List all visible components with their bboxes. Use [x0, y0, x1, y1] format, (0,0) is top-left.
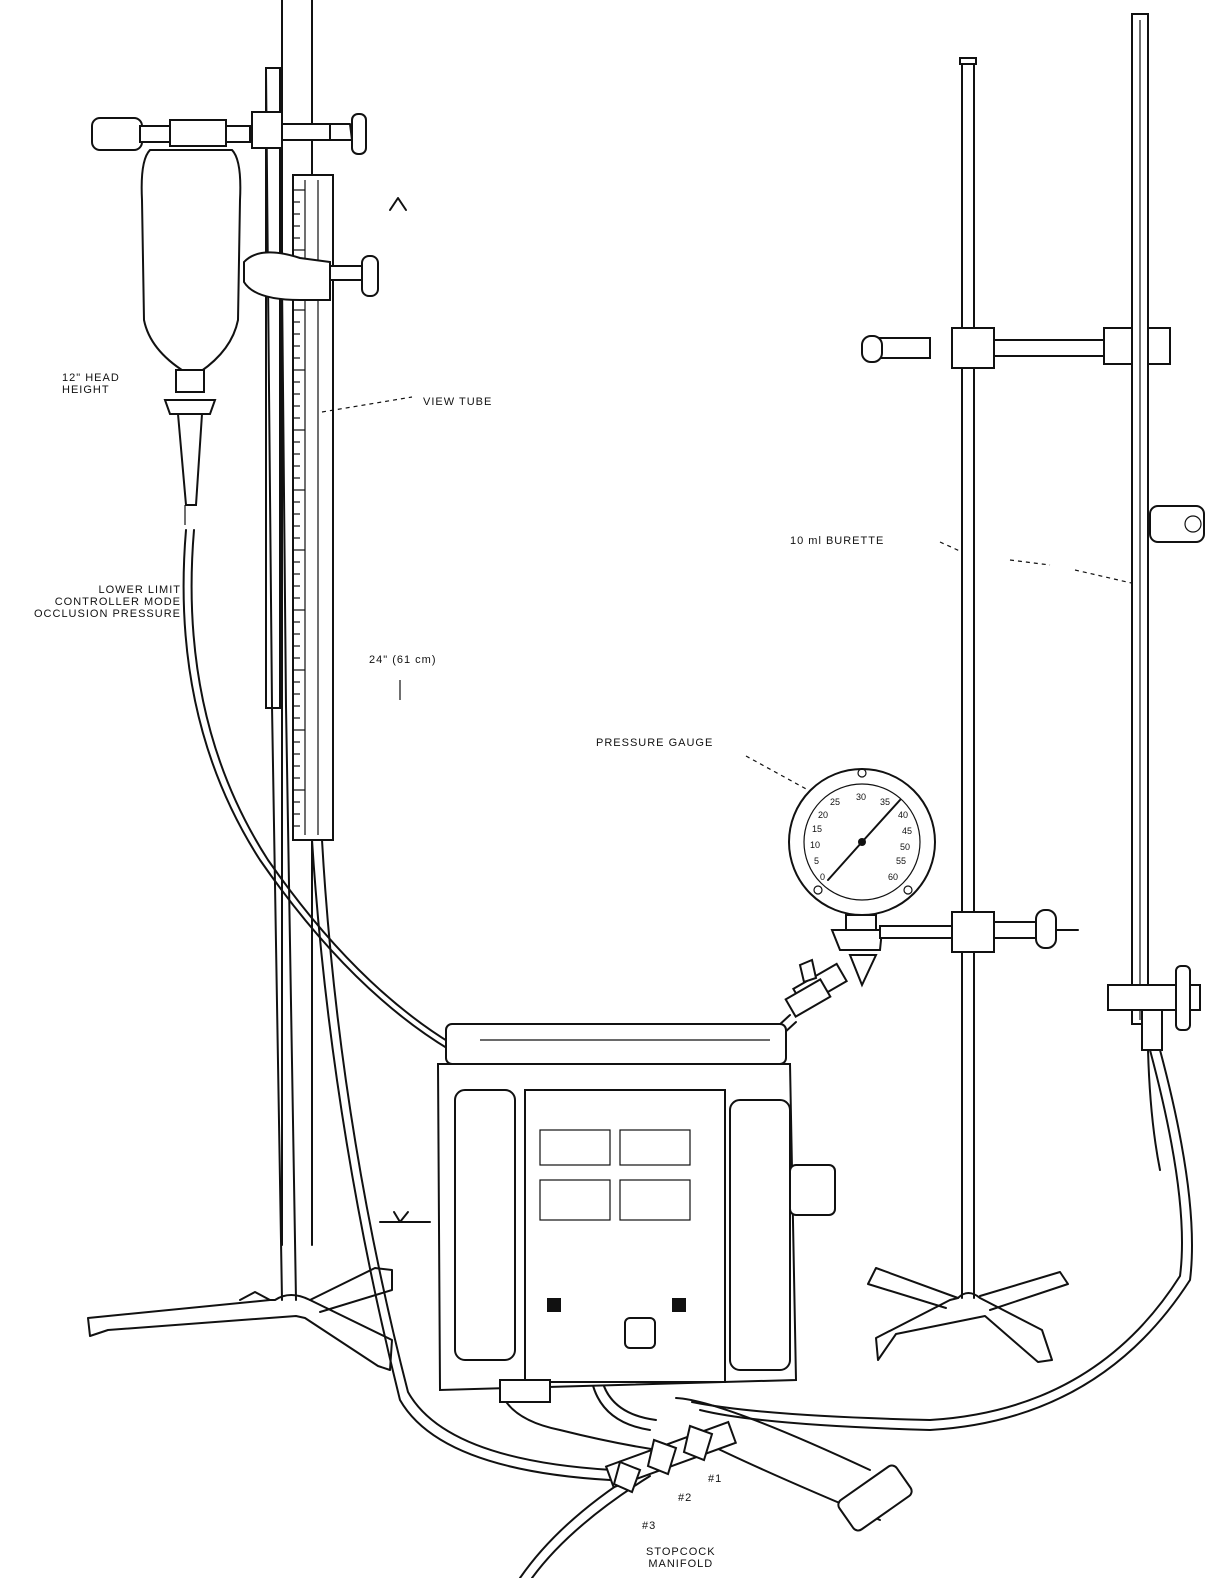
pressure-gauge-label: PRESSURE GAUGE	[596, 737, 714, 749]
port-2-label: #2	[678, 1492, 693, 1504]
port-1-label: #1	[708, 1473, 723, 1485]
gauge-tick-label: 25	[830, 797, 840, 807]
gauge-tick-label: 20	[818, 810, 828, 820]
infusion-pump	[436, 1023, 836, 1403]
gauge-tick-label: 35	[880, 797, 890, 807]
burette-stand	[1107, 13, 1205, 1171]
gauge-tick-label: 50	[900, 842, 910, 852]
iv-bottle	[140, 149, 242, 525]
right-ring-stand	[861, 57, 1171, 1363]
gauge-tick-label: 55	[896, 856, 906, 866]
stopcock-manifold-label: STOPCOCK MANIFOLD	[646, 1546, 716, 1570]
port-3-label: #3	[642, 1520, 657, 1532]
gauge-tick-label: 40	[898, 810, 908, 820]
view-tube-label: VIEW TUBE	[423, 396, 493, 408]
lower-limit-label: LOWER LIMIT CONTROLLER MODE OCCLUSION PR…	[34, 584, 181, 620]
upper-clamp	[91, 111, 367, 155]
gauge-tick-label: 5	[814, 856, 819, 866]
gauge-tick-label: 60	[888, 872, 898, 882]
gauge-stopcock	[784, 958, 832, 1019]
stopcock-manifold	[604, 1420, 913, 1532]
gauge-tick-label: 45	[902, 826, 912, 836]
middle-clamp	[243, 251, 379, 301]
height-24-label: 24" (61 cm)	[369, 654, 437, 666]
head-height-label: 12" HEAD HEIGHT	[62, 372, 120, 396]
gauge-tick-label: 30	[856, 792, 866, 802]
gauge-tick-label: 0	[820, 872, 825, 882]
gauge-tick-label: 10	[810, 840, 820, 850]
burette-label: 10 ml BURETTE	[790, 535, 885, 547]
gauge-scale: 20 15 10 5 0 25 30 35 40 45 50 55 60	[810, 792, 912, 882]
gauge-tick-label: 15	[812, 824, 822, 834]
